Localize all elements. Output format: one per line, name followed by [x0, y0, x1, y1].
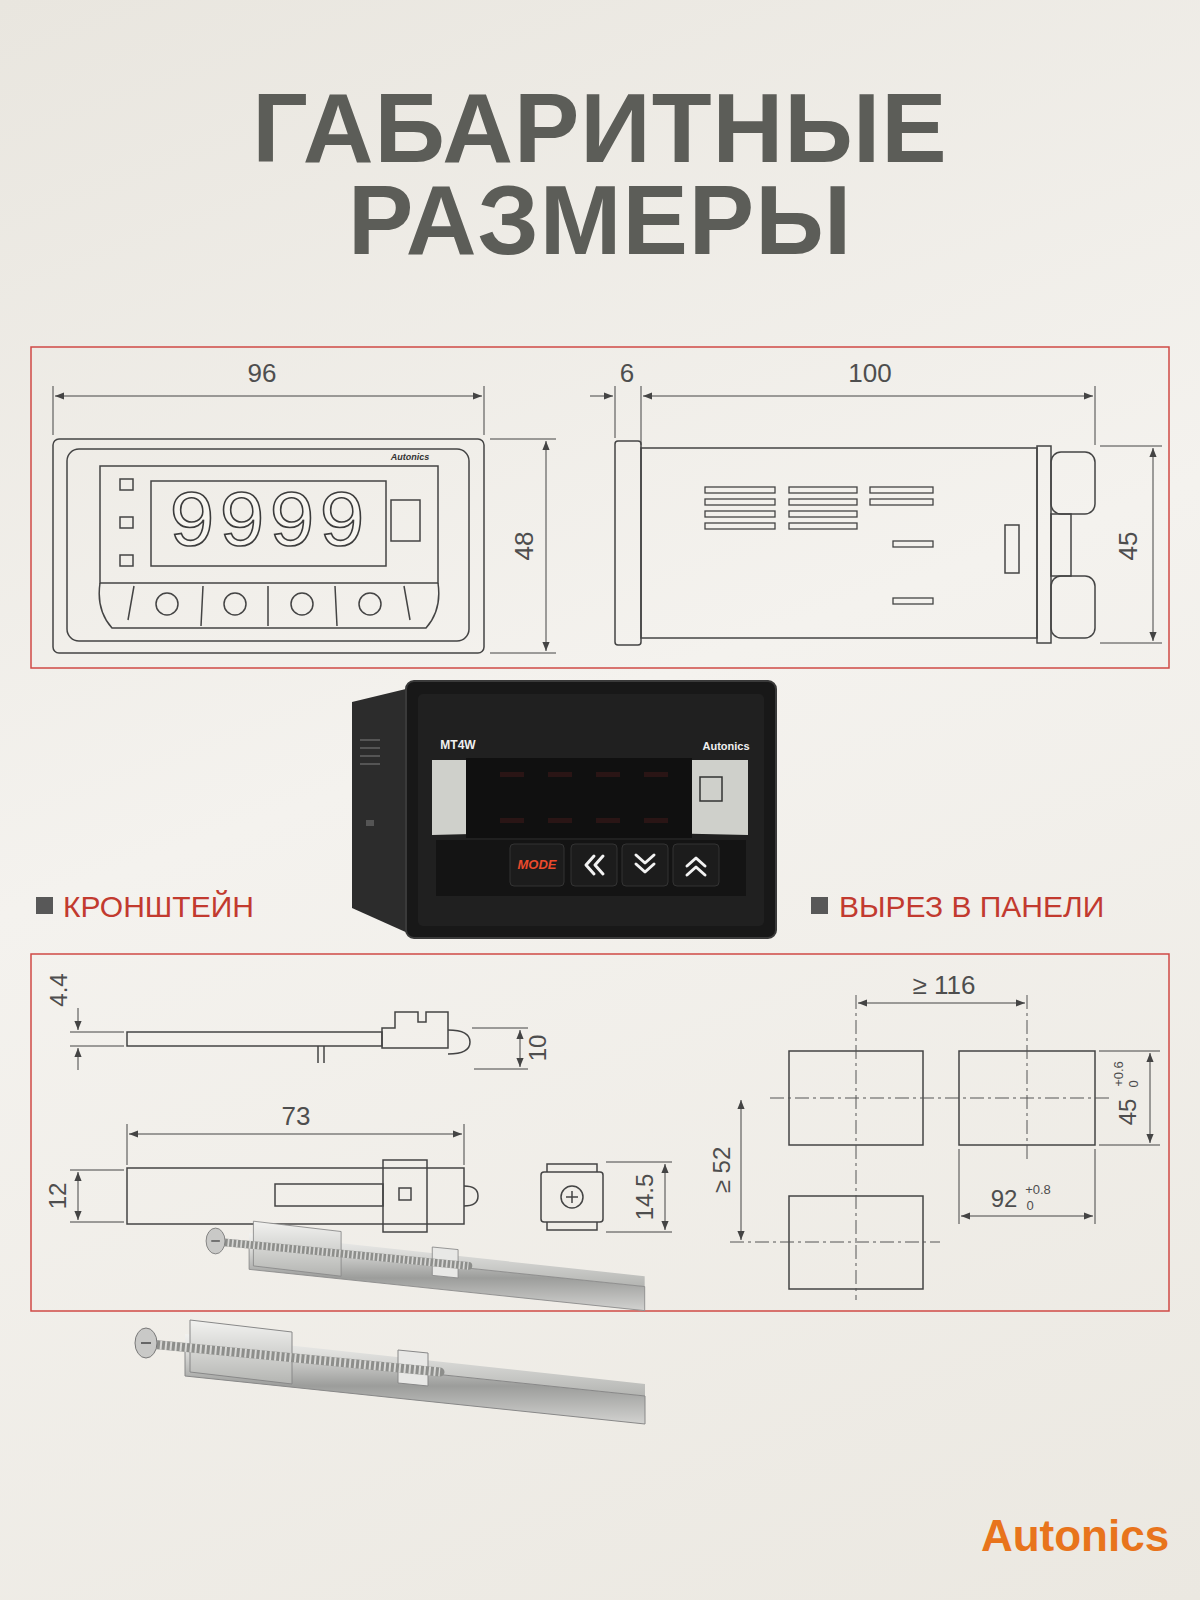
dimension-lines — [53, 386, 556, 653]
frame — [31, 347, 1169, 668]
panel-cutout — [789, 1051, 1095, 1289]
dimension-lines — [70, 1008, 672, 1232]
dimension: 73 — [282, 1102, 311, 1131]
dimension: 48 — [510, 532, 539, 561]
dimension: 12 — [45, 1183, 71, 1210]
dimension: 92 — [991, 1186, 1018, 1212]
frame — [31, 954, 1169, 1311]
dimension: 45 — [1115, 1099, 1141, 1126]
tolerance: 0 — [1127, 1080, 1141, 1087]
section-heading: ВЫРЕЗ В ПАНЕЛИ — [839, 890, 1104, 923]
dimension: ≥ 116 — [913, 971, 976, 1000]
dimension: 6 — [620, 359, 634, 388]
bracket-photo — [135, 1221, 645, 1424]
page-title: ГАБАРИТНЫЕ РАЗМЕРЫ — [150, 82, 1050, 266]
dimension: 14.5 — [632, 1174, 658, 1221]
button-label: MODE — [518, 858, 557, 872]
bullet-square — [36, 897, 53, 914]
tolerance: +0.8 — [1025, 1183, 1051, 1197]
dimension: 96 — [248, 359, 277, 388]
tolerance: 0 — [1026, 1199, 1033, 1213]
brand-logo: Autonics — [981, 1512, 1169, 1560]
dimension: ≥ 52 — [709, 1147, 735, 1194]
center-lines — [730, 995, 1112, 1300]
brand-mark: Autonics — [391, 453, 430, 463]
side-view — [615, 441, 1095, 645]
dimension: 10 — [525, 1035, 551, 1062]
section-heading: КРОНШТЕЙН — [63, 890, 254, 923]
display-digits: 9999 — [168, 480, 368, 568]
model-name: MT4W — [440, 739, 475, 752]
dimension-lines — [741, 1003, 1160, 1240]
dimension: 45 — [1114, 532, 1143, 561]
tolerance: +0.6 — [1112, 1061, 1126, 1087]
bullet-square — [811, 897, 828, 914]
brand-mark: Autonics — [702, 740, 749, 752]
product-photo — [352, 681, 776, 938]
dimension-lines — [590, 386, 1162, 643]
dimension: 100 — [848, 359, 891, 388]
dimension: 4.4 — [46, 973, 72, 1006]
bracket-drawing — [127, 1012, 603, 1232]
front-view — [53, 439, 484, 653]
